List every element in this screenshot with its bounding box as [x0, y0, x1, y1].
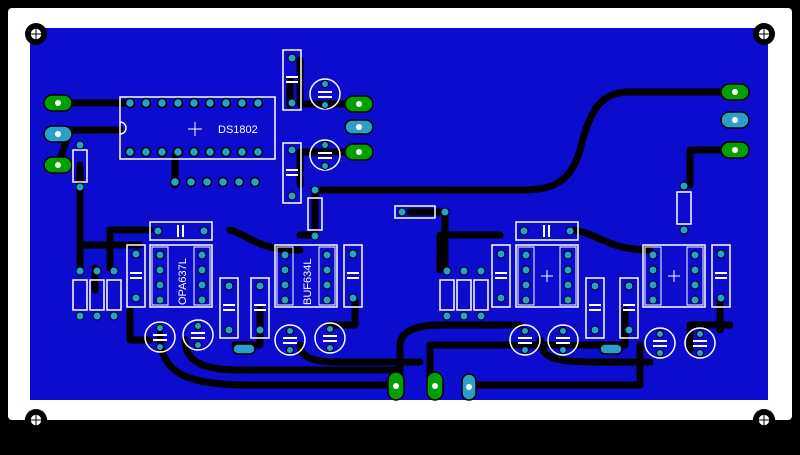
capacitor-icon — [585, 277, 605, 339]
resistor-icon — [394, 205, 450, 219]
pin-header — [169, 176, 261, 188]
mounting-hole-icon — [25, 409, 47, 431]
capacitor-icon — [250, 277, 270, 339]
test-pad — [232, 343, 623, 355]
capacitor-icon — [515, 221, 579, 241]
capacitor-icon — [282, 142, 302, 204]
capacitor-icon — [491, 244, 511, 308]
ic-u4 — [515, 244, 579, 308]
capacitor-icon — [282, 49, 302, 111]
ic-u1: DS1802 — [119, 96, 276, 160]
capacitor-icon — [126, 244, 146, 308]
ic-u3: BUF634L — [274, 244, 338, 308]
electrolytic-capacitor-icon — [309, 139, 341, 171]
capacitor-pads — [156, 322, 704, 357]
connector-bottom — [387, 371, 477, 401]
capacitor-icon — [149, 221, 213, 241]
ic-u2: OPA637L — [149, 244, 213, 308]
connector-mid — [344, 95, 374, 161]
electrolytic-capacitor-icon — [309, 78, 341, 110]
capacitor-icon — [619, 277, 639, 339]
capacitor-plates — [153, 332, 707, 347]
capacitor-icon — [711, 244, 731, 308]
ic-u2-label: OPA637L — [177, 258, 189, 305]
resistor-icon — [72, 140, 88, 192]
connector-left — [43, 94, 73, 174]
mounting-hole-icon — [753, 409, 775, 431]
ic-u1-label: DS1802 — [218, 124, 258, 136]
resistor-array — [439, 266, 489, 321]
mounting-hole-icon — [753, 23, 775, 45]
ic-u3-label: BUF634L — [302, 259, 314, 305]
capacitor-icon — [343, 244, 363, 308]
mounting-hole-icon — [25, 23, 47, 45]
resistor-array — [72, 266, 122, 321]
capacitor-icon — [219, 277, 239, 339]
connector-right — [720, 83, 750, 159]
ic-u5 — [642, 244, 706, 308]
resistor-icon — [307, 185, 323, 241]
electrolytic-capacitor-icon — [144, 319, 716, 359]
resistor-icon — [676, 181, 692, 235]
